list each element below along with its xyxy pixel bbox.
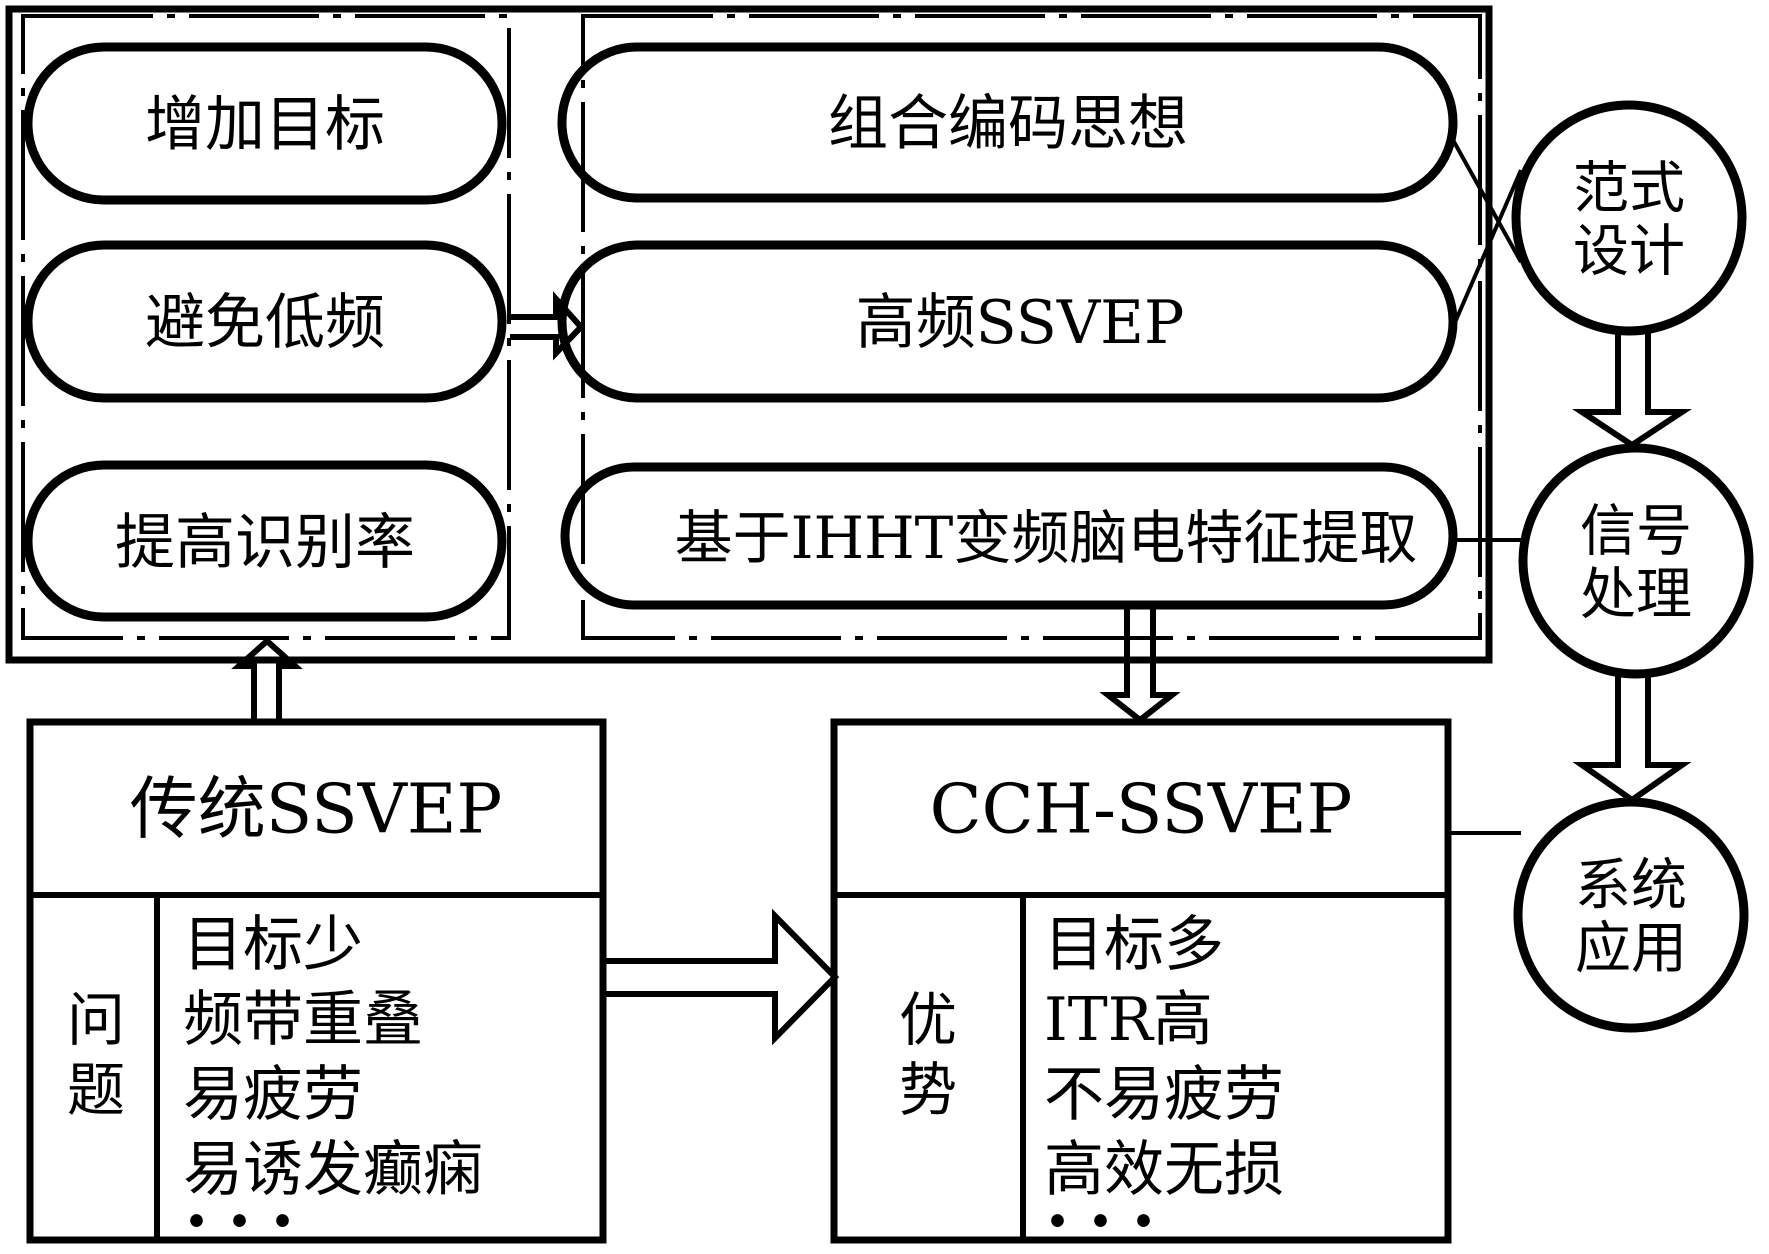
arrow-signal-to-application-icon xyxy=(1572,676,1692,804)
traditional-item-2: 频带重叠 xyxy=(183,985,423,1055)
traditional-item-4: 易诱发癫痫 xyxy=(183,1135,483,1205)
stadium-increase-targets xyxy=(23,42,507,205)
stadium-combined-coding-label: 组合编码思想 xyxy=(828,89,1188,159)
cch-label-char2: 势 xyxy=(899,1056,957,1124)
circle-signal-processing xyxy=(1518,443,1754,679)
cch-item-ellipsis: ••• xyxy=(1046,1201,1175,1243)
stadium-increase-targets-label: 增加目标 xyxy=(145,90,385,160)
arrow-paradigm-to-signal-icon xyxy=(1572,333,1692,449)
arrow-traditional-to-cch-icon xyxy=(604,908,840,1046)
connector-coding-to-paradigm xyxy=(1451,139,1523,263)
traditional-label-char1: 问 xyxy=(67,986,125,1054)
traditional-ssvep-box xyxy=(26,718,607,1244)
cch-item-1: 目标多 xyxy=(1044,910,1224,980)
cch-item-4: 高效无损 xyxy=(1044,1135,1284,1205)
circle-paradigm-design xyxy=(1511,100,1747,336)
cch-item-3: 不易疲劳 xyxy=(1044,1060,1284,1130)
circle-paradigm-design-line1: 范式 xyxy=(1573,157,1685,222)
stadium-improve-recognition xyxy=(23,460,507,622)
connector-highfreq-to-paradigm xyxy=(1451,169,1523,328)
arrow-panel-to-cch-icon xyxy=(1099,608,1181,724)
outer-frame-box xyxy=(5,5,1493,664)
traditional-label-char2: 题 xyxy=(67,1056,125,1124)
stadium-avoid-low-frequency-label: 避免低频 xyxy=(145,288,385,358)
stadium-ihht-feature-extraction xyxy=(560,462,1458,610)
stadium-avoid-low-frequency xyxy=(23,240,507,403)
cch-label-char1: 优 xyxy=(899,986,957,1054)
arrow-traditional-to-panel-icon xyxy=(231,636,303,721)
circle-signal-processing-line2: 处理 xyxy=(1580,563,1692,628)
traditional-item-1: 目标少 xyxy=(183,910,363,980)
stadium-high-frequency-ssvep xyxy=(557,240,1458,403)
cch-ssvep-title: CCH-SSVEP xyxy=(930,771,1353,850)
stadium-combined-coding xyxy=(557,42,1458,203)
traditional-ssvep-title: 传统SSVEP xyxy=(130,771,502,850)
cch-ssvep-box xyxy=(830,718,1452,1244)
panel-link-arrow-icon xyxy=(510,291,586,361)
circle-signal-processing-line1: 信号 xyxy=(1580,500,1692,565)
stadium-improve-recognition-label: 提高识别率 xyxy=(115,508,415,578)
cch-item-2: ITR高 xyxy=(1044,985,1213,1055)
traditional-item-ellipsis: ••• xyxy=(185,1201,314,1243)
circle-system-application-line2: 应用 xyxy=(1575,917,1687,982)
traditional-item-3: 易疲劳 xyxy=(183,1060,363,1130)
stadium-high-frequency-ssvep-label: 高频SSVEP xyxy=(856,288,1185,358)
circle-system-application-line1: 系统 xyxy=(1575,854,1687,919)
stadium-ihht-feature-extraction-label: 基于IHHT变频脑电特征提取 xyxy=(675,504,1418,572)
circle-paradigm-design-line2: 设计 xyxy=(1573,220,1685,285)
